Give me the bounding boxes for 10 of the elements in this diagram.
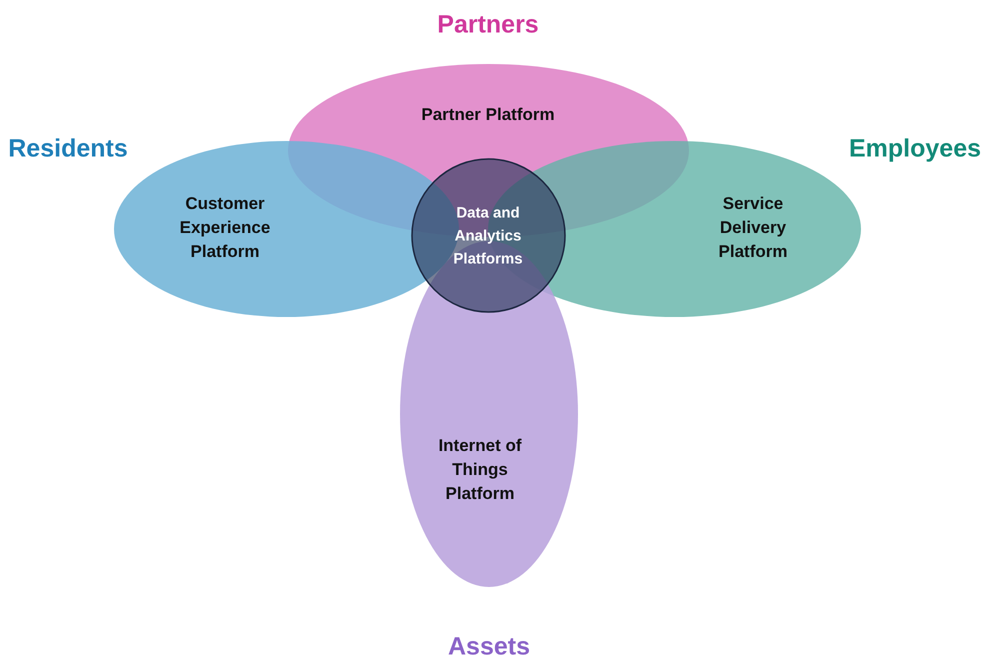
platform-label: Service Delivery Platform	[718, 193, 788, 263]
group-heading: Assets	[448, 632, 530, 657]
group-heading: Employees	[849, 134, 981, 164]
platform-label: Data and Analytics Platforms	[452, 204, 524, 270]
platform-label: Customer Experience Platform	[178, 193, 272, 263]
group-heading: Partners	[437, 10, 539, 40]
group-heading: Residents	[8, 134, 128, 164]
core-circle	[411, 158, 566, 313]
platform-label: Internet of Things Platform	[437, 435, 523, 505]
platform-label: Partner Platform	[420, 104, 556, 126]
